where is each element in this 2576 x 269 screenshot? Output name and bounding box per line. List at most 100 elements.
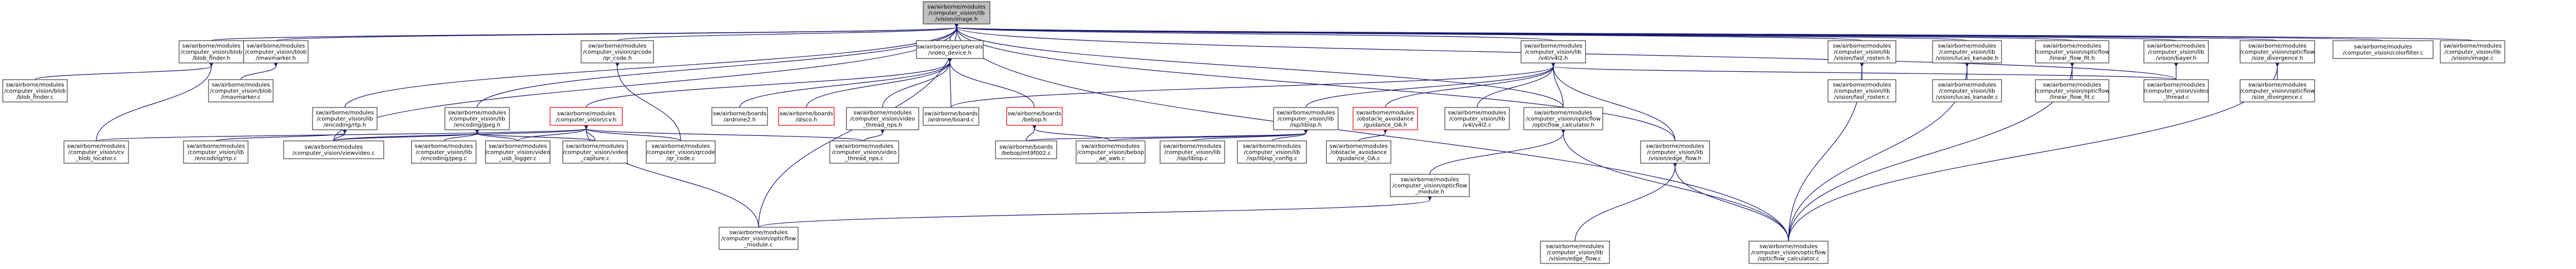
- node-lucas_kanade_c[interactable]: sw/airborne/modules/computer_vision/lib/…: [1932, 79, 2002, 102]
- node-label-line: sw/airborne/modules: [1534, 110, 1593, 116]
- node-obstacle_h[interactable]: sw/airborne/modules/obstacle_avoidance/g…: [1353, 107, 1418, 130]
- node-label-line: /imavmarker.h: [256, 56, 296, 62]
- node-mt9f002_c[interactable]: sw/airborne/boards/bebop/mt9f002.c: [995, 140, 1057, 159]
- node-edge_flow_h[interactable]: sw/airborne/modules/computer_vision/lib/…: [1640, 140, 1710, 164]
- node-fast_rosten_h[interactable]: sw/airborne/modules/computer_vision/lib/…: [1827, 40, 1896, 63]
- node-box: [1748, 241, 1829, 264]
- node-label-line: sw/airborne/peripherals: [917, 44, 983, 50]
- node-box: [778, 107, 835, 126]
- node-imavmarker_h[interactable]: sw/airborne/modules/computer_vision/blob…: [243, 40, 309, 63]
- node-jpeg_c[interactable]: sw/airborne/modules/computer_vision/lib/…: [411, 140, 477, 164]
- node-opticflow_module_h[interactable]: sw/airborne/modules/computer_vision/opti…: [1390, 174, 1470, 197]
- node-guidance_oa_c[interactable]: sw/airborne/modules/obstacle_avoidance/g…: [1326, 140, 1391, 164]
- node-size_divergence_c[interactable]: sw/airborne/modules/computer_vision/opti…: [2240, 79, 2315, 102]
- node-label-line: /linear_flow_fit.h: [2049, 56, 2095, 62]
- edge-v4l2_h-to-root: [957, 27, 1554, 41]
- node-box: [1932, 79, 2002, 102]
- edge-cv_h-to-video_device_h: [586, 62, 950, 108]
- node-blob_finder_c[interactable]: sw/airborne/modules/computer_vision/blob…: [2, 79, 68, 102]
- edge-mt9f002_c-to-bebop_h: [1026, 129, 1034, 141]
- node-box: [923, 107, 979, 126]
- edge-video_usb_logger_c-to-cv_h: [517, 129, 586, 141]
- node-video_thread_c[interactable]: sw/airborne/modules/computer_vision/vide…: [2143, 79, 2209, 102]
- node-blob_finder_h[interactable]: sw/airborne/modules/computer_vision/blob…: [179, 40, 244, 63]
- node-qr_code_c[interactable]: sw/airborne/modules/computer_vision/qrco…: [646, 140, 716, 164]
- node-bebop_h[interactable]: sw/airborne/boards/bebop.h: [1006, 107, 1063, 126]
- node-cv_blob_locator_c[interactable]: sw/airborne/modules/computer_vision/cv_b…: [63, 140, 129, 164]
- node-ardrone2_h[interactable]: sw/airborne/boards/ardrone2.h: [711, 107, 768, 126]
- node-video_thread_nps_c[interactable]: sw/airborne/modules/computer_vision/vide…: [829, 140, 899, 164]
- node-isp_h[interactable]: sw/airborne/modules/computer_vision/lib/…: [1273, 107, 1339, 130]
- node-linear_flow_fit_c[interactable]: sw/airborne/modules/computer_vision/opti…: [2035, 79, 2109, 102]
- node-edge_flow_c[interactable]: sw/airborne/modules/computer_vision/lib/…: [1540, 241, 1610, 264]
- node-label-line: /encoding/jpeg.h: [454, 123, 501, 129]
- edge-viewvideo_c-to-cv_h: [333, 129, 586, 141]
- node-imavmarker_c[interactable]: sw/airborne/modules/computer_vision/blob…: [208, 79, 274, 102]
- node-label-line: /computer_vision/viewvideo.c: [293, 150, 375, 156]
- node-label-line: /opticflow_calculator.h: [1532, 123, 1594, 129]
- node-v4l2_h[interactable]: sw/airborne/modules/computer_vision/lib/…: [1520, 40, 1586, 63]
- node-label-line: /ardrone2.h: [724, 117, 756, 123]
- node-label-line: /computer_vision/lib: [449, 116, 505, 123]
- node-label-line: sw/airborne/modules: [1646, 144, 1705, 150]
- node-label-line: /computer_vision/lib: [1525, 50, 1581, 56]
- node-label-line: sw/airborne/modules: [1330, 144, 1388, 150]
- node-opticflow_calc_c[interactable]: sw/airborne/modules/computer_vision/opti…: [1748, 241, 1829, 264]
- node-colorfilter_c[interactable]: sw/airborne/modules/computer_vision/colo…: [2332, 40, 2434, 59]
- node-opticflow_calc_h[interactable]: sw/airborne/modules/computer_vision/opti…: [1523, 107, 1603, 130]
- node-box: [1390, 174, 1470, 197]
- node-board_h[interactable]: sw/airborne/boards/ardrone/board.c: [923, 107, 979, 126]
- node-viewvideo_c[interactable]: sw/airborne/modules/computer_vision/view…: [283, 140, 384, 159]
- node-lucas_kanade_h[interactable]: sw/airborne/modules/computer_vision/lib/…: [1932, 40, 2002, 63]
- node-box: [1237, 140, 1307, 164]
- node-fast_rosten_c[interactable]: sw/airborne/modules/computer_vision/lib/…: [1827, 79, 1896, 102]
- node-label-line: /qr_code.h: [603, 56, 632, 62]
- node-cv_h[interactable]: sw/airborne/modules/computer_vision/cv.h: [549, 107, 623, 126]
- node-label-line: sw/airborne/modules: [588, 43, 647, 50]
- node-label-line: /guidance_OA.h: [1364, 123, 1407, 129]
- node-label-line: sw/airborne/modules: [2354, 44, 2412, 50]
- node-jpeg_h[interactable]: sw/airborne/modules/computer_vision/lib/…: [444, 107, 510, 130]
- node-libisp_c[interactable]: sw/airborne/modules/computer_vision/lib/…: [1160, 140, 1225, 164]
- node-label-line: sw/airborne/modules: [6, 82, 65, 89]
- node-video_usb_logger_c[interactable]: sw/airborne/modules/computer_vision/vide…: [485, 140, 551, 164]
- node-label-line: /encoding/rtp.h: [324, 123, 366, 129]
- node-box: [183, 140, 249, 164]
- node-label-line: sw/airborne/modules: [1163, 144, 1222, 150]
- node-box: [243, 40, 309, 63]
- node-label-line: sw/airborne/modules: [212, 82, 270, 89]
- node-label-line: /encoding/rtp.c: [195, 156, 237, 162]
- node-image_c[interactable]: sw/airborne/modules/computer_vision/lib/…: [2440, 40, 2505, 63]
- node-box: [1827, 79, 1896, 102]
- edge-ae_awb_c-to-isp_h: [1110, 133, 1306, 141]
- node-label-line: /v4l/v4l2.c: [1463, 123, 1492, 129]
- edge-rtp_h-to-root: [344, 27, 957, 108]
- node-root[interactable]: sw/airborne/modules/computer_vision/lib/…: [923, 1, 990, 25]
- node-video_thread_nps_h[interactable]: sw/airborne/modules/computer_vision/vide…: [846, 107, 919, 130]
- node-label-line: /computer_vision/lib: [1449, 116, 1505, 123]
- node-linear_flow_fit_h[interactable]: sw/airborne/modules/computer_vision/opti…: [2035, 40, 2109, 63]
- node-video_capture_c[interactable]: sw/airborne/modules/computer_vision/vide…: [562, 140, 628, 164]
- node-libisp_config_c[interactable]: sw/airborne/modules/computer_vision/lib/…: [1237, 140, 1307, 164]
- node-box: [1326, 140, 1391, 164]
- node-qr_code_h[interactable]: sw/airborne/modules/computer_vision/qrco…: [581, 40, 654, 63]
- node-label-line: /computer_vision/blob: [210, 89, 272, 95]
- node-label-line: /obstacle_avoidance: [1330, 150, 1387, 156]
- node-disco_h[interactable]: sw/airborne/boards/disco.h: [778, 107, 835, 126]
- node-label-line: /computer_vision/lib: [1647, 150, 1703, 156]
- node-ae_awb_c[interactable]: sw/airborne/modules/computer_vision/bebo…: [1076, 140, 1146, 164]
- edge-obstacle_h-to-v4l2_h: [1385, 66, 1553, 108]
- node-rtp_h[interactable]: sw/airborne/modules/computer_vision/lib/…: [312, 107, 378, 130]
- node-bayer_h[interactable]: sw/airborne/modules/computer_vision/lib/…: [2143, 40, 2209, 63]
- node-v4l2_c[interactable]: sw/airborne/modules/computer_vision/lib/…: [1444, 107, 1510, 130]
- node-rtp_c[interactable]: sw/airborne/modules/computer_vision/lib/…: [183, 140, 249, 164]
- node-label-line: /vision/bayer.h: [2156, 56, 2196, 62]
- node-label-line: /computer_vision/blob: [181, 50, 242, 56]
- node-video_device_h[interactable]: sw/airborne/peripherals/video_device.h: [916, 40, 984, 59]
- edge-opticflow_calc_c-to-root: [957, 27, 1789, 242]
- node-box: [916, 40, 984, 59]
- node-size_divergence_h[interactable]: sw/airborne/modules/computer_vision/opti…: [2240, 40, 2315, 63]
- node-label-line: /ardrone/board.c: [928, 117, 974, 123]
- node-opticflow_module_c[interactable]: sw/airborne/modules/computer_vision/opti…: [719, 227, 799, 250]
- node-label-line: /computer_vision/bebop: [1077, 150, 1144, 156]
